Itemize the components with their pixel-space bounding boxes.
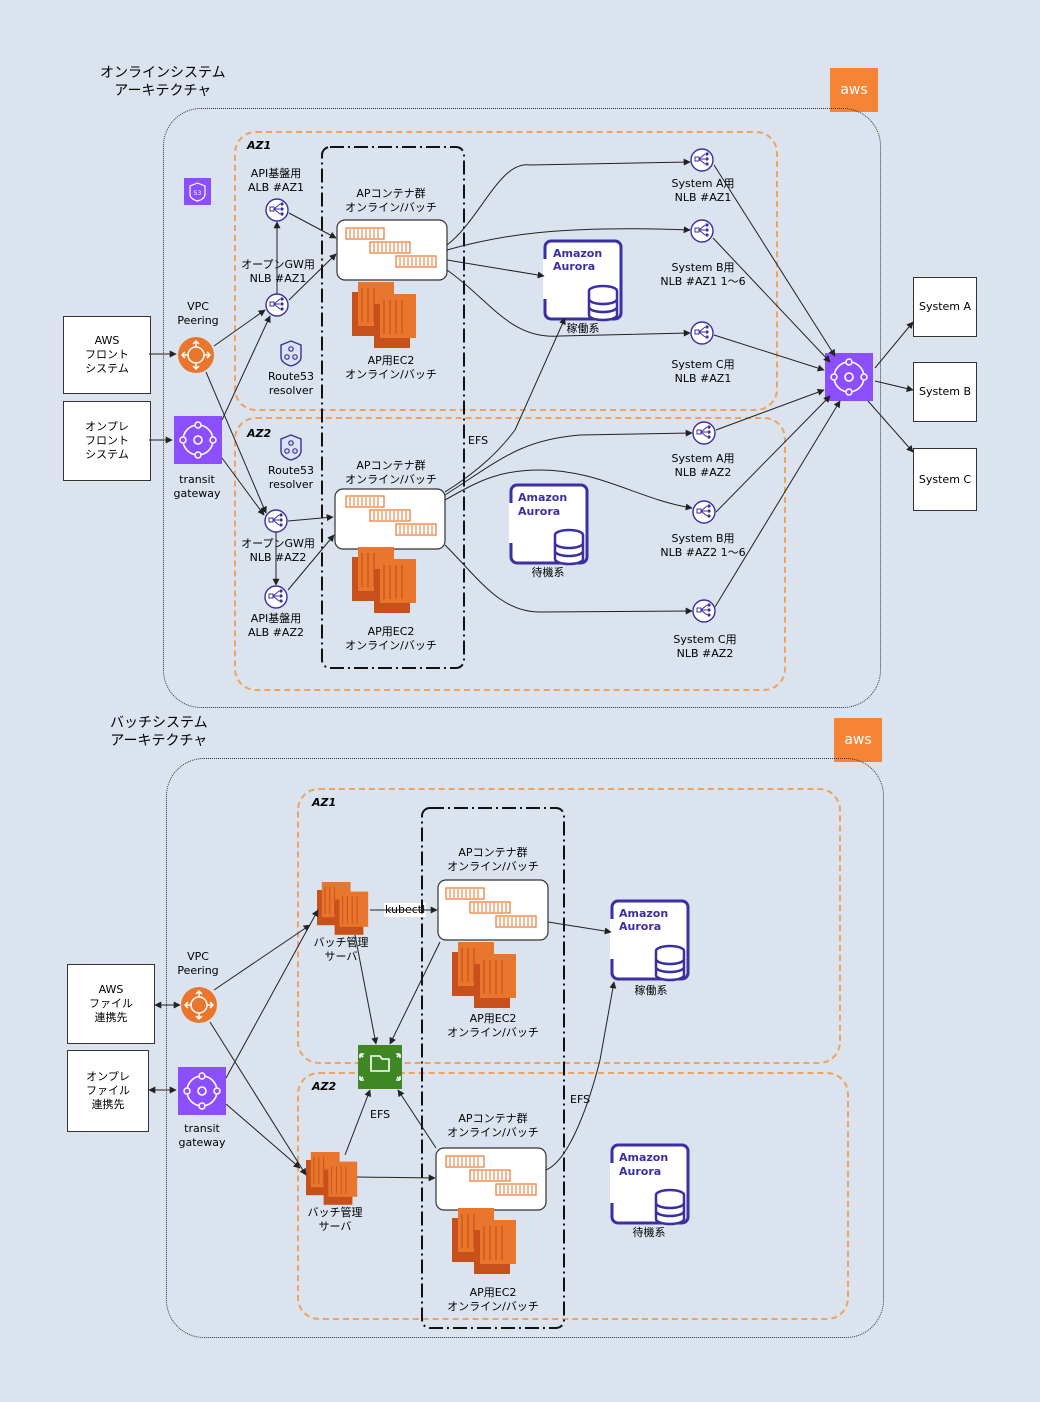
vpc-peering-icon[interactable]: [177, 336, 215, 374]
batch-ap-group-border: [421, 807, 565, 1329]
batch-connections: [148, 906, 617, 1182]
ec2-icon-az1[interactable]: [351, 281, 417, 349]
efs-icon[interactable]: [357, 1044, 403, 1090]
open-gw-nlb-az1-icon[interactable]: [265, 293, 289, 317]
batch-title: バッチシステムアーキテクチャ: [110, 715, 208, 749]
aurora-standby-text-2: Aurora: [518, 505, 560, 518]
aurora-standby-text-1: Amazon: [518, 491, 567, 504]
aurora-active-text-2: Aurora: [553, 260, 595, 273]
batch-aurora-standby-text-2: Aurora: [619, 1165, 661, 1178]
batch-ec2-icon-az1[interactable]: [451, 941, 517, 1009]
route53-resolver-az2-icon[interactable]: [280, 434, 302, 461]
open-gw-nlb-az2-icon[interactable]: [264, 509, 288, 533]
ap-container-az2-label: APコンテナ群オンライン/バッチ: [345, 459, 437, 486]
route53-resolver-az1-icon[interactable]: [280, 340, 302, 367]
batch-efs-edge-label: EFS: [570, 1093, 591, 1106]
online-az2-box: [234, 417, 786, 691]
batch-aurora-active-text-1: Amazon: [619, 907, 668, 920]
aurora-standby-label: 待機系: [531, 566, 565, 579]
system-c-box[interactable]: System C: [913, 448, 977, 511]
ec2-icon-az2[interactable]: [351, 546, 417, 614]
transit-gateway-icon[interactable]: [173, 415, 223, 465]
batch-efs-node-label: EFS: [370, 1108, 391, 1121]
batch-ap-container-az1-label: APコンテナ群オンライン/バッチ: [447, 846, 539, 873]
aurora-active-text-1: Amazon: [553, 247, 602, 260]
online-title: オンラインシステムアーキテクチャ: [100, 65, 226, 99]
batch-az2-label: AZ2: [312, 1080, 337, 1093]
batch-az2-box: [297, 1072, 849, 1320]
online-ap-group-border: [321, 146, 465, 669]
batch-vpc-peering-icon[interactable]: [180, 986, 218, 1024]
batch-az1-label: AZ1: [312, 796, 337, 809]
batch-region: [166, 758, 884, 1338]
ap-container-az1-label: APコンテナ群オンライン/バッチ: [345, 187, 437, 214]
batch-server-az2-label: バッチ管理サーバ: [307, 1206, 363, 1233]
batch-az1-box: [297, 788, 841, 1064]
online-connections: [149, 158, 914, 615]
system-b-nlb-az2-icon[interactable]: [692, 500, 716, 524]
batch-server-az1-label: バッチ管理サーバ: [313, 936, 369, 963]
svg-text:53: 53: [194, 190, 202, 197]
onpre-file-partner-box[interactable]: オンプレファイル連携先: [67, 1050, 149, 1132]
online-az2-label: AZ2: [247, 427, 272, 440]
aurora-active-label: 稼働系: [566, 322, 600, 335]
aws-logo-batch: aws: [834, 718, 882, 762]
batch-transit-gateway-icon[interactable]: [177, 1066, 227, 1116]
efs-edge-label: EFS: [468, 434, 489, 447]
route53-hosted-zone-icon: 53: [184, 178, 211, 205]
system-c-nlb-az1-icon[interactable]: [690, 321, 714, 345]
online-az1-box: [234, 131, 778, 411]
onpre-front-system-box[interactable]: オンプレフロントシステム: [63, 401, 151, 481]
batch-aurora-active-label: 稼働系: [634, 984, 668, 997]
aws-logo-online: aws: [830, 68, 878, 112]
api-alb-az2-icon[interactable]: [264, 585, 288, 609]
batch-aurora-standby-label: 待機系: [632, 1226, 666, 1239]
batch-ap-container-az2-label: APコンテナ群オンライン/バッチ: [447, 1112, 539, 1139]
batch-ec2-icon-az2[interactable]: [451, 1207, 517, 1275]
batch-aurora-active-text-2: Aurora: [619, 920, 661, 933]
system-a-nlb-az1-icon[interactable]: [690, 148, 714, 172]
system-a-box[interactable]: System A: [913, 277, 977, 337]
system-b-box[interactable]: System B: [913, 362, 977, 422]
api-alb-az1-icon[interactable]: [265, 198, 289, 222]
online-region: [163, 108, 881, 708]
batch-server-az1-icon[interactable]: [316, 881, 369, 936]
online-az1-label: AZ1: [247, 139, 272, 152]
system-c-nlb-az2-icon[interactable]: [692, 599, 716, 623]
batch-server-az2-icon[interactable]: [305, 1151, 358, 1206]
batch-aurora-standby-text-1: Amazon: [619, 1151, 668, 1164]
system-a-nlb-az2-icon[interactable]: [692, 421, 716, 445]
system-b-nlb-az1-icon[interactable]: [690, 219, 714, 243]
hub-transit-gateway-icon[interactable]: [825, 353, 873, 401]
